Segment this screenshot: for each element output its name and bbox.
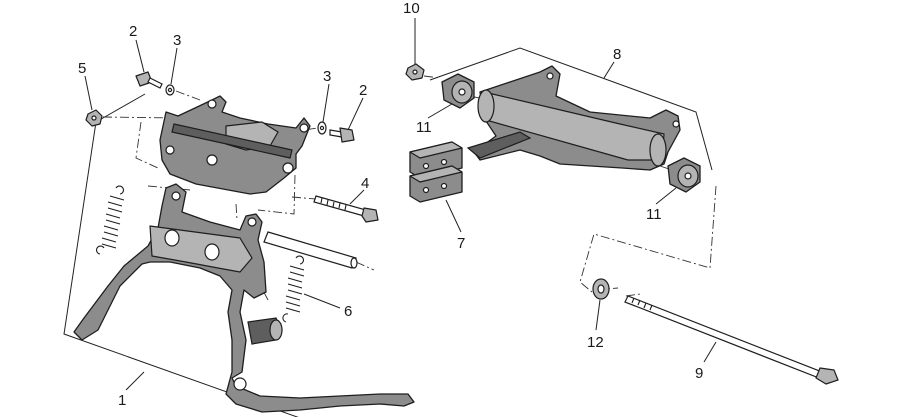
leader-lines [84, 18, 717, 391]
callout-8: 8 [613, 46, 621, 63]
bolt-4 [313, 195, 379, 223]
bolt-2-right [329, 127, 355, 143]
callout-5: 5 [78, 60, 86, 77]
callout-11-right: 11 [646, 206, 662, 223]
callout-4: 4 [361, 175, 369, 192]
callout-2-top: 2 [129, 23, 137, 40]
callout-2-right: 2 [359, 82, 367, 99]
nut-5 [85, 109, 103, 127]
callout-10: 10 [403, 0, 420, 17]
callout-3-right: 3 [323, 68, 331, 85]
callout-6: 6 [344, 303, 352, 320]
swing-arm [466, 65, 681, 171]
nut-10 [405, 63, 425, 81]
washer-12 [592, 278, 610, 300]
callout-3-top: 3 [173, 32, 181, 49]
washer-3-top [165, 84, 175, 96]
stand-mount-bracket [159, 95, 311, 195]
callout-1: 1 [118, 392, 126, 409]
rubber-blocks [409, 141, 463, 203]
callout-9: 9 [695, 365, 703, 382]
callout-7: 7 [457, 235, 465, 252]
callout-labels: 1 2 3 5 3 2 4 6 10 8 11 11 7 12 9 [78, 0, 703, 409]
bushing-11-right [667, 157, 701, 193]
central-stand [73, 183, 415, 413]
bushing-11-top [441, 73, 475, 109]
bolt-2-top [135, 71, 163, 89]
stand-spring-right [282, 255, 305, 323]
stand-spring-left [96, 185, 125, 255]
pivot-pin [263, 231, 358, 269]
washer-3-right [317, 121, 327, 135]
callout-11-top: 11 [416, 119, 432, 136]
callout-12: 12 [587, 334, 604, 351]
long-bolt-9 [624, 295, 839, 385]
